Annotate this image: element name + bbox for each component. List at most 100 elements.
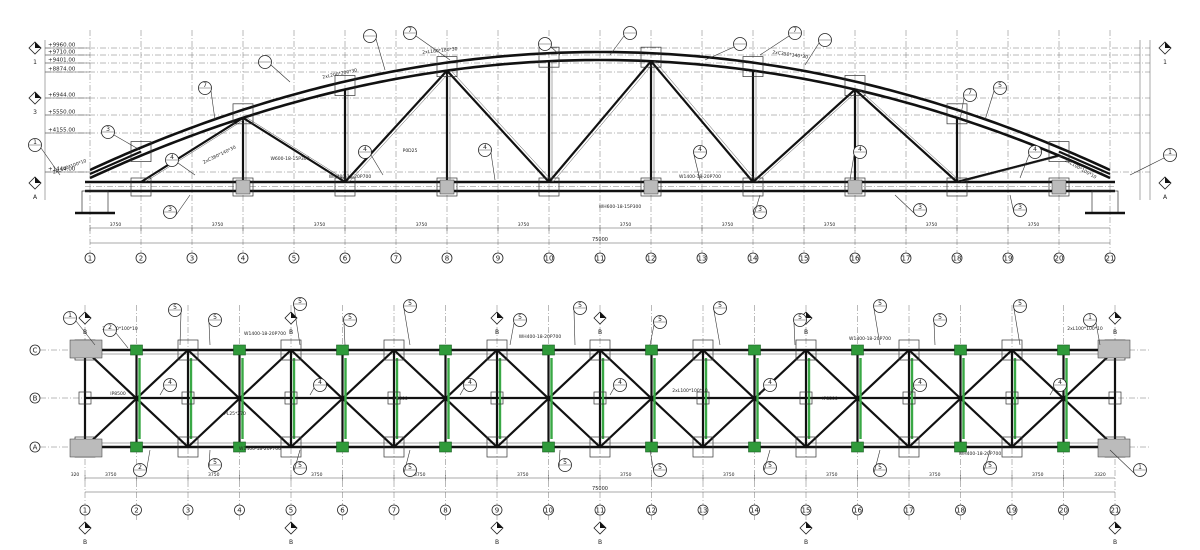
- plan-section-marker-bottom-label: B: [598, 539, 602, 546]
- plan-grid-bubble-circle: [749, 504, 760, 516]
- plan-detail-tag-leader: [459, 387, 465, 396]
- detail-tag-label: 1: [33, 139, 37, 146]
- plan-gusset-top: [486, 339, 508, 361]
- plan-row-bubble-label: B: [33, 395, 38, 403]
- plan-member-callout: 2xL100*100*10: [672, 388, 708, 394]
- plan-section-marker: B: [1108, 311, 1122, 336]
- grid-bubble-label: 2: [139, 255, 143, 263]
- gusset-plate-top: [130, 141, 152, 162]
- row-marker-fill: [35, 177, 41, 183]
- plan-detail-tag: 5: [763, 449, 777, 475]
- plan-dimension-value: 3750: [1032, 472, 1044, 478]
- plan-detail-tag: 5: [403, 299, 417, 346]
- grid-bubble-label: 15: [800, 255, 809, 263]
- row-marker: A: [28, 176, 42, 201]
- detail-tag: 3: [101, 125, 141, 151]
- grid-bubble-circle: [1104, 252, 1116, 264]
- diagonal-member: [854, 88, 958, 183]
- plan-grid-bubble: 18: [955, 504, 966, 516]
- diagonal-member-flange: [756, 89, 860, 183]
- plan-detail-tag-label: 5: [518, 314, 522, 321]
- gusset-plate-bottom: [334, 177, 356, 197]
- plan-gusset-bottom: [383, 436, 405, 458]
- plan-grid-bubble-label: 8: [443, 507, 447, 515]
- level-label: +8874.00: [48, 67, 76, 73]
- plan-detail-tag: 5: [933, 313, 947, 346]
- plan-section-marker-label: B: [1113, 329, 1117, 336]
- plan-member-callout: IP8500: [110, 391, 126, 397]
- plan-detail-tag-leader: [873, 308, 881, 346]
- plan-detail-tag: 5: [1013, 299, 1027, 346]
- detail-tag-leader: [704, 46, 735, 61]
- plan-grid-bubble-label: 20: [1059, 507, 1068, 515]
- plan-grid-bubble-circle: [646, 504, 657, 516]
- detail-tag-label: 7: [968, 89, 972, 96]
- detail-tag-label: 4: [698, 146, 702, 153]
- row-marker-right: A: [1158, 176, 1172, 201]
- top-arch-chord-inner: [89, 58, 1111, 180]
- plan-detail-tag-label: 5: [213, 459, 217, 466]
- plan-detail-tag-leader: [1013, 308, 1021, 346]
- detail-tag-label: 4: [170, 154, 174, 161]
- plan-dimension-value: 3750: [208, 472, 220, 478]
- plan-grid-bubble-label: 16: [853, 507, 862, 515]
- plan-detail-tag-label: 5: [988, 462, 992, 469]
- plan-detail-tag-leader: [159, 387, 165, 396]
- plan-section-marker: B: [593, 311, 607, 336]
- diagonal-member: [548, 60, 652, 183]
- plan-detail-tag: 5: [343, 313, 357, 346]
- plan-detail-tag: 5: [293, 449, 307, 475]
- detail-tag-leader: [415, 35, 451, 61]
- plan-detail-tag: 4: [459, 378, 477, 396]
- grid-bubble-circle: [798, 252, 810, 264]
- grid-bubble-circle: [645, 252, 657, 264]
- detail-tag: 4: [1019, 145, 1042, 179]
- plan-node-plate-bottom: [851, 441, 864, 453]
- plan-detail-tag-leader: [649, 324, 655, 346]
- detail-tag: 5: [984, 81, 1007, 121]
- plan-row-bubble-circle: [29, 392, 41, 404]
- level-label: +4155.00: [48, 128, 76, 134]
- detail-tag-leader: [759, 35, 790, 56]
- plan-grid-bubble: 15: [800, 504, 812, 516]
- detail-tag-label: 3: [758, 206, 762, 213]
- detail-tag: 3: [894, 194, 927, 217]
- gusset-plate-top: [334, 75, 356, 96]
- plan-gusset-top: [589, 339, 611, 361]
- member-callout: W600-18-15P300: [270, 156, 309, 162]
- plan-gusset-top: [692, 339, 714, 361]
- grid-bubble-circle: [186, 252, 198, 264]
- plan-node-plate-top: [954, 344, 967, 356]
- plan-member-callout: WH400-18-20P700: [519, 334, 562, 340]
- row-marker-right-label: A: [1163, 194, 1168, 201]
- plan-section-marker-bottom-label: B: [289, 539, 293, 546]
- plan-grid-bubble-label: 14: [750, 507, 759, 515]
- dimension-total: 75000: [592, 237, 608, 243]
- end-post-left: [89, 150, 142, 176]
- plan-detail-tag-leader: [1049, 387, 1055, 396]
- detail-tag-label: 4: [483, 144, 487, 151]
- plan-detail-tag: 5: [403, 449, 417, 477]
- detail-tag: [704, 37, 747, 61]
- detail-tag-leader: [1129, 157, 1165, 176]
- plan-dimension-value: 3750: [723, 472, 735, 478]
- plan-grid-bubble-circle: [491, 504, 503, 516]
- diagonal-member: [446, 69, 550, 183]
- diagonal-member-flange: [348, 70, 452, 183]
- plan-detail-tag-leader: [309, 387, 315, 396]
- plan-gusset-bottom: [795, 436, 817, 458]
- grid-bubble-circle: [492, 252, 504, 264]
- detail-tag: 3: [163, 194, 191, 219]
- plan-detail-tag: 5: [573, 301, 587, 346]
- plan-gusset-top: [795, 339, 817, 361]
- plan-dimension-value: 3750: [620, 472, 632, 478]
- detail-tag: [258, 55, 291, 83]
- plan-section-marker-fill: [806, 312, 812, 318]
- plan-gusset-top: [280, 339, 302, 361]
- grid-bubble: 1: [84, 252, 96, 264]
- member-callout: 2xL180*180*30: [422, 46, 458, 56]
- plan-detail-tag-label: 5: [408, 300, 412, 307]
- grid-bubble-circle: [747, 252, 759, 264]
- detail-tag-label: 1: [1168, 149, 1172, 156]
